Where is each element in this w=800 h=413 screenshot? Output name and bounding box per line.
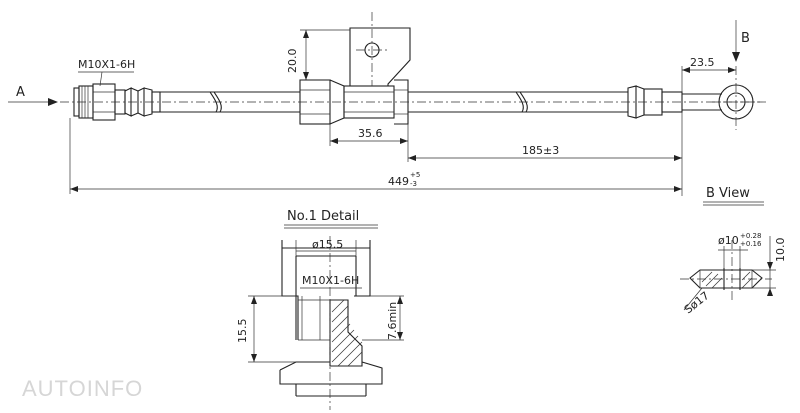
thread-label: M10X1-6H <box>78 58 135 71</box>
detail-dim-diameter: ø15.5 <box>295 238 357 256</box>
watermark: AUTOINFO <box>22 376 143 401</box>
b-view-dia-tol-plus: +0.28 <box>740 232 761 240</box>
detail-title: No.1 Detail <box>287 209 359 224</box>
center-bracket <box>299 12 411 125</box>
dim-overall-length: 449 +5 -3 <box>69 118 682 194</box>
detail-view: No.1 Detail <box>236 209 404 410</box>
b-view-sphere-callout: Sø17 <box>682 287 712 316</box>
b-view-dia-tol-minus: +0.16 <box>740 240 762 248</box>
dim-eye-offset: 23.5 <box>681 56 736 92</box>
detail-dia-label: ø15.5 <box>312 238 343 251</box>
view-a-label: A <box>16 85 25 100</box>
dim-overall-tol-plus: +5 <box>410 171 420 179</box>
dim-bracket-width: 35.6 <box>329 124 409 162</box>
b-view: B View ø10 +0.28 +0.16 <box>680 186 787 316</box>
view-b-arrow: B <box>732 20 750 62</box>
detail-dim-min: 7.6min <box>362 295 404 341</box>
dim-bracket-height: 20.0 <box>286 29 350 81</box>
b-view-hatch <box>701 271 753 289</box>
dim-overall-base: 449 <box>388 175 409 188</box>
detail-dim-height: 15.5 <box>236 295 296 363</box>
dim-mid-length: 185±3 <box>408 112 683 196</box>
view-b-label: B <box>741 31 750 46</box>
watermark-text: AUTOINFO <box>22 376 143 401</box>
main-view: A B M10X1-6H 20.0 <box>8 12 766 196</box>
right-end-fitting <box>627 66 760 130</box>
detail-thread-label: M10X1-6H <box>302 274 359 287</box>
b-view-title: B View <box>706 186 750 201</box>
section-hatch <box>331 299 363 367</box>
detail-thread-callout: M10X1-6H <box>300 274 362 289</box>
dim-overall-tol-minus: -3 <box>410 180 417 188</box>
thread-callout: M10X1-6H <box>78 58 135 87</box>
dim-bracket-height-label: 20.0 <box>286 49 299 74</box>
dim-eye-offset-label: 23.5 <box>690 56 715 69</box>
dim-bracket-width-label: 35.6 <box>358 127 383 140</box>
view-a-arrow: A <box>8 85 58 106</box>
b-view-dim-diameter: ø10 +0.28 +0.16 <box>718 232 762 268</box>
b-view-dia-base: ø10 <box>718 234 739 247</box>
detail-height-label: 15.5 <box>236 319 249 344</box>
dim-mid-length-label: 185±3 <box>522 144 559 157</box>
b-view-sphere-label: Sø17 <box>682 289 712 316</box>
b-view-dim-height: 10.0 <box>752 236 787 296</box>
b-view-height-label: 10.0 <box>774 238 787 263</box>
detail-min-label: 7.6min <box>386 302 399 340</box>
